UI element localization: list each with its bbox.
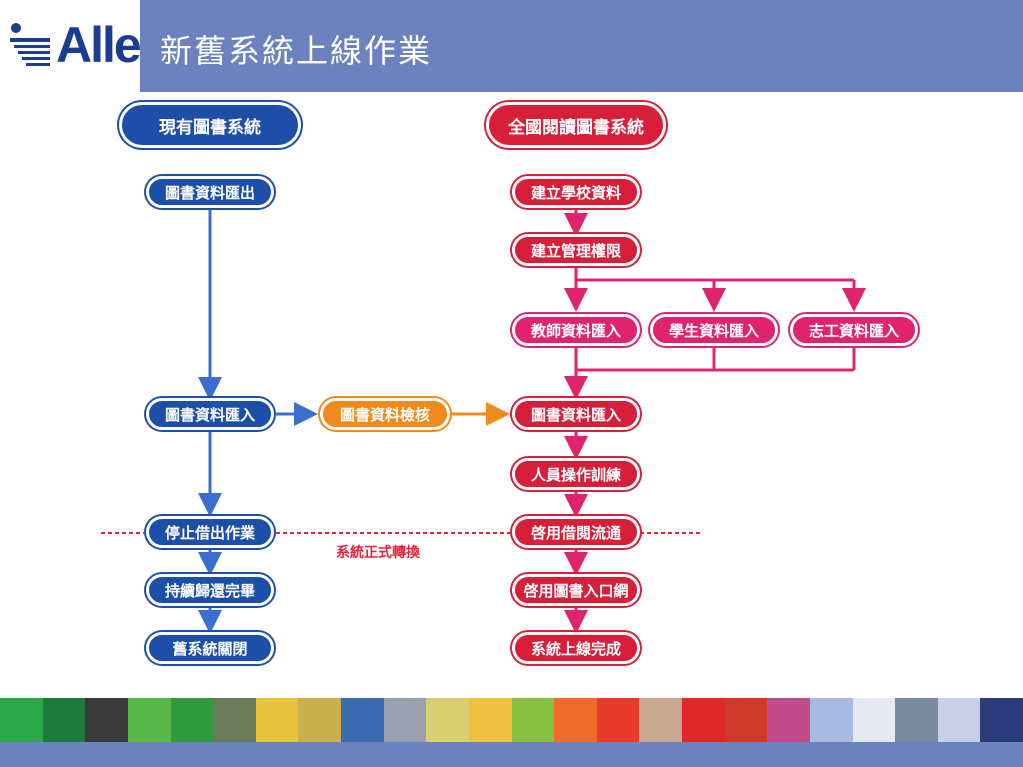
banner-tile: [42, 698, 86, 742]
banner-tile: [255, 698, 299, 742]
switch-label: 系統正式轉換: [336, 545, 420, 561]
footer-bar: [0, 742, 1023, 767]
banner-tile: [383, 698, 427, 742]
node-student-import: 學生資料匯入: [650, 314, 778, 346]
logo-text: Alle: [56, 17, 142, 73]
banner-tile: [170, 698, 214, 742]
node-old-close: 舊系統關閉: [146, 632, 274, 664]
banner-tile: [127, 698, 171, 742]
page-title: 新舊系統上線作業: [160, 32, 433, 70]
node-teacher-import: 教師資料匯入: [512, 314, 640, 346]
node-new-book-import: 圖書資料匯入: [512, 398, 640, 430]
banner-tile: [341, 698, 384, 742]
banner-tile: [639, 698, 682, 742]
banner-tile: [809, 698, 853, 742]
old-system-title: 現有圖書系統: [119, 102, 301, 148]
photo-banner: [0, 698, 1023, 742]
node-staff-training: 人員操作訓練: [512, 458, 640, 490]
node-launch-complete: 系統上線完成: [512, 632, 640, 664]
banner-tile: [724, 698, 768, 742]
node-data-check: 圖書資料檢核: [320, 398, 450, 430]
banner-tile: [426, 698, 469, 742]
node-build-permission: 建立管理權限: [512, 234, 640, 266]
banner-tile: [554, 698, 597, 742]
flow-diagram: 現有圖書系統 全國閱讀圖書系統 圖書資料匯出 圖書資料匯入 停止借出作業 持續歸…: [86, 92, 936, 690]
banner-tile: [895, 698, 938, 742]
logo-stripes-icon: [10, 23, 50, 66]
banner-tile: [767, 698, 810, 742]
banner-tile: [852, 698, 896, 742]
banner-tile: [511, 698, 555, 742]
node-build-school: 建立學校資料: [512, 176, 640, 208]
logo: Alle: [0, 0, 142, 92]
node-old-import: 圖書資料匯入: [146, 398, 274, 430]
node-volunteer-import: 志工資料匯入: [790, 314, 918, 346]
banner-tile: [298, 698, 341, 742]
banner-tile: [980, 698, 1023, 742]
banner-tile: [596, 698, 640, 742]
node-old-export: 圖書資料匯出: [146, 176, 274, 208]
node-stop-lending: 停止借出作業: [146, 516, 274, 548]
node-enable-circulation: 啓用借閱流通: [512, 516, 640, 548]
banner-tile: [937, 698, 981, 742]
header-bar: [0, 0, 1023, 92]
banner-tile: [213, 698, 256, 742]
node-enable-portal: 啓用圖書入口網: [512, 574, 640, 606]
banner-tile: [468, 698, 512, 742]
node-return-complete: 持續歸還完畢: [146, 574, 274, 606]
new-system-title: 全國閱讀圖書系統: [486, 102, 666, 148]
banner-tile: [0, 698, 43, 742]
banner-tile: [682, 698, 725, 742]
banner-tile: [85, 698, 128, 742]
